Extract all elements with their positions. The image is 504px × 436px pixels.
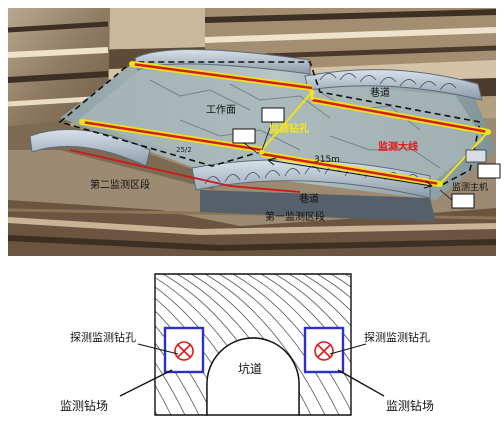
label-site-left: 监测钻场 [60,398,108,413]
monitoring-host-device [465,149,487,163]
hatch-line [302,274,351,312]
hatch-line [204,274,326,415]
label-second-zone: 第二监测区段 [90,178,150,191]
label-borehole-right: 探测监测钻孔 [364,330,430,344]
hatch-line [218,274,340,415]
hatch-line [155,361,186,415]
label-first-zone: 第一监测区段 [265,210,325,223]
hatch-line [373,274,493,415]
leader-borehole-left [137,343,179,355]
hatch-line [155,325,214,415]
label-small: 25/2 [176,146,192,154]
label-monitoring-cable: 监测大线 [378,140,418,153]
dimension-315m [267,157,433,189]
hatch-line [316,274,351,299]
label-monitoring-borehole: 监测钻孔 [269,122,309,135]
hatch-line [9,274,129,415]
leader-borehole-right [329,343,367,355]
label-tunnel: 坑道 [238,361,262,376]
label-roadway-bottom: 巷道 [299,192,319,205]
hatch-line [330,274,351,288]
label-borehole-left: 探测监测钻孔 [70,330,136,344]
monitoring-cable [69,149,301,193]
label-host: 监测主机 [452,181,488,193]
borehole-upper [131,61,313,91]
borehole-right-marker [314,341,334,361]
hatch-line [0,274,115,415]
leader-site-left [119,369,173,397]
hatch-line [232,274,351,412]
label-site-right: 监测钻场 [386,398,434,413]
bottom-diagram: 探测监测钻孔 探测监测钻孔 坑道 监测钻场 监测钻场 [0,273,493,416]
hatch-line [359,274,479,415]
hatch-line [288,274,351,327]
hatch-line [155,342,200,415]
tunnel-arch [206,337,300,416]
borehole-middle [81,119,263,153]
borehole-left-marker [174,341,194,361]
boreholes [79,61,491,187]
label-length: 315m [314,155,340,165]
borehole-right-lower [261,151,441,187]
label-working-face: 工作面 [206,104,236,116]
borehole-right-upper [311,97,489,135]
label-roadway-top: 巷道 [370,86,390,99]
leader-site-right [337,369,385,397]
drilling-site-right-box [303,326,345,374]
top-diagram: 工作面 巷道 监测钻孔 监测大线 315m 25/2 第二监测区段 巷道 第一监… [7,8,501,256]
callout-boxes [232,107,501,209]
hatch-line [155,384,172,415]
